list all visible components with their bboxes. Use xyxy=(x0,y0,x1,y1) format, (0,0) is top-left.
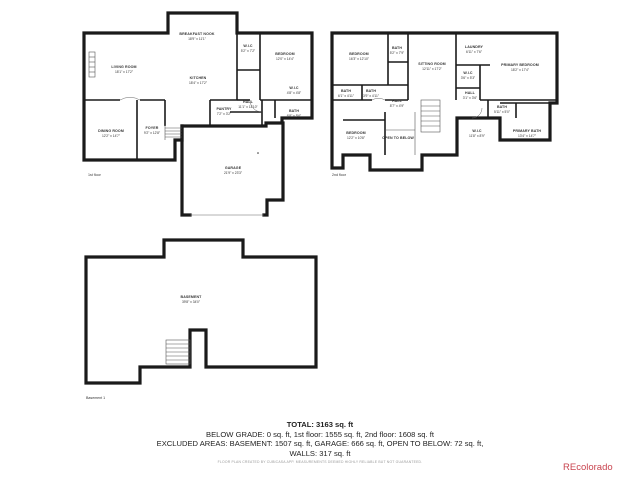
basement-stairs xyxy=(165,339,191,365)
room-dimension: 5'2" x 7'9" xyxy=(390,51,405,55)
area-breakdown: BELOW GRADE: 0 sq. ft, 1st floor: 1555 s… xyxy=(206,429,434,439)
room-dimension: 6'11" x 7'6" xyxy=(466,50,483,54)
room-name: HALL xyxy=(392,99,403,103)
room-labels: BREAKFAST NOOK 18'9" x 11'1" W.I.C 5'2" … xyxy=(98,32,541,304)
floor-labels: 1st floor 2nd floor Basement 1 xyxy=(86,173,347,400)
room-dimension: 9'2" x 12'8" xyxy=(144,131,161,135)
room-dimension: 5'2" x 7'2" xyxy=(241,49,256,53)
room-name: OPEN TO BELOW xyxy=(382,136,414,140)
room-name: LAUNDRY xyxy=(465,45,484,49)
room-name: W.I.C xyxy=(243,44,253,48)
room-name: DINING ROOM xyxy=(98,129,124,133)
room-name: BEDROOM xyxy=(275,52,294,56)
room-name: BATH xyxy=(366,89,376,93)
basement-plan xyxy=(84,238,318,385)
room-name: HALL xyxy=(465,91,476,95)
floor-plan-drawing: BREAKFAST NOOK 18'9" x 11'1" W.I.C 5'2" … xyxy=(82,11,559,400)
walls-area: WALLS: 317 sq. ft xyxy=(289,448,351,458)
recolorado-logo: REcolorado xyxy=(563,462,613,473)
room-name: HALL xyxy=(243,100,254,104)
first-floor-stairs xyxy=(88,51,182,140)
room-name: PANTRY xyxy=(217,107,232,111)
room-name: PRIMARY BATH xyxy=(513,129,542,133)
first-floor-exterior-wall xyxy=(82,11,314,162)
room-dimension: 8'7" x 4'9" xyxy=(390,104,405,108)
floor-label-second: 2nd floor xyxy=(332,173,347,177)
second-floor-plan xyxy=(330,31,559,172)
room-name: LIVING ROOM xyxy=(111,65,136,69)
room-name: BATH xyxy=(392,46,402,50)
area-summary: TOTAL: 3163 sq. ft BELOW GRADE: 0 sq. ft… xyxy=(0,420,640,458)
room-dimension: 18'1" x 17'2" xyxy=(115,70,134,74)
room-dimension: 4'8" x 4'8" xyxy=(287,91,302,95)
room-name: BREAKFAST NOOK xyxy=(179,32,214,36)
second-floor-stairs xyxy=(385,99,441,155)
room-dimension: 12'2" x 10'8" xyxy=(347,136,366,140)
room-name: BEDROOM xyxy=(346,131,365,135)
room-dimension: 13'4" x 14'7" xyxy=(518,134,537,138)
room-name: W.I.C xyxy=(472,129,482,133)
second-floor-door-swings xyxy=(371,98,483,119)
room-dimension: 12'2" x 14'7" xyxy=(102,134,121,138)
room-dimension: 18'2" x 17'4" xyxy=(511,68,530,72)
excluded-areas: EXCLUDED AREAS: BASEMENT: 1507 sq. ft, G… xyxy=(156,439,484,449)
room-dimension: 6'8" x 5'6" xyxy=(287,114,302,118)
room-dimension: 18'9" x 11'1" xyxy=(188,37,207,41)
floor-label-basement: Basement 1 xyxy=(86,396,105,400)
room-name: SITTING ROOM xyxy=(418,62,446,66)
room-dimension: 6'1" x 4'11" xyxy=(338,94,355,98)
room-name: BATH xyxy=(497,105,507,109)
room-name: FOYER xyxy=(146,126,159,130)
room-dimension: 5'11" x 5'0" xyxy=(494,110,511,114)
room-name: W.I.C xyxy=(463,71,473,75)
total-area: TOTAL: 3163 sq. ft xyxy=(286,420,354,429)
second-floor-exterior-wall xyxy=(330,31,559,172)
room-dimension: 18'4" x 17'2" xyxy=(189,81,208,85)
room-dimension: 16'3" x 12'10" xyxy=(349,57,370,61)
garage-wall xyxy=(180,121,285,217)
basement-exterior-wall xyxy=(84,238,318,385)
first-floor-plan xyxy=(82,11,314,217)
room-name: GARAGE xyxy=(225,166,242,170)
room-dimension: 3'9" x 4'11" xyxy=(363,94,380,98)
room-dimension: 11'8" x 8'9" xyxy=(469,134,486,138)
room-name: BEDROOM xyxy=(349,52,368,56)
room-dimension: 3'1" x 3'6" xyxy=(463,96,478,100)
room-name: BASEMENT xyxy=(181,295,203,299)
first-floor-interior-walls xyxy=(84,33,312,160)
room-dimension: 39'8" x 34'0" xyxy=(182,300,201,304)
room-dimension: 11'1" x 11'10" xyxy=(238,105,258,109)
room-dimension: 12'0" x 14'4" xyxy=(276,57,295,61)
room-dimension: 7'2" x 3'2" xyxy=(217,112,232,116)
first-floor-door-swings xyxy=(119,97,264,216)
room-name: W.I.C xyxy=(289,86,299,90)
floor-label-first: 1st floor xyxy=(88,173,102,177)
room-name: KITCHEN xyxy=(190,76,207,80)
room-name: BATH xyxy=(341,89,351,93)
room-name: PRIMARY BEDROOM xyxy=(501,63,539,67)
room-dimension: 3'6" x 5'3" xyxy=(461,76,476,80)
room-dimension: 21'9" x 23'3" xyxy=(224,171,243,175)
room-dimension: 12'11" x 17'2" xyxy=(422,67,442,71)
room-name: BATH xyxy=(289,109,299,113)
floor-plan-disclaimer: FLOOR PLAN CREATED BY CUBICASA APP. MEAS… xyxy=(217,460,423,464)
second-floor-interior-walls xyxy=(332,33,557,155)
